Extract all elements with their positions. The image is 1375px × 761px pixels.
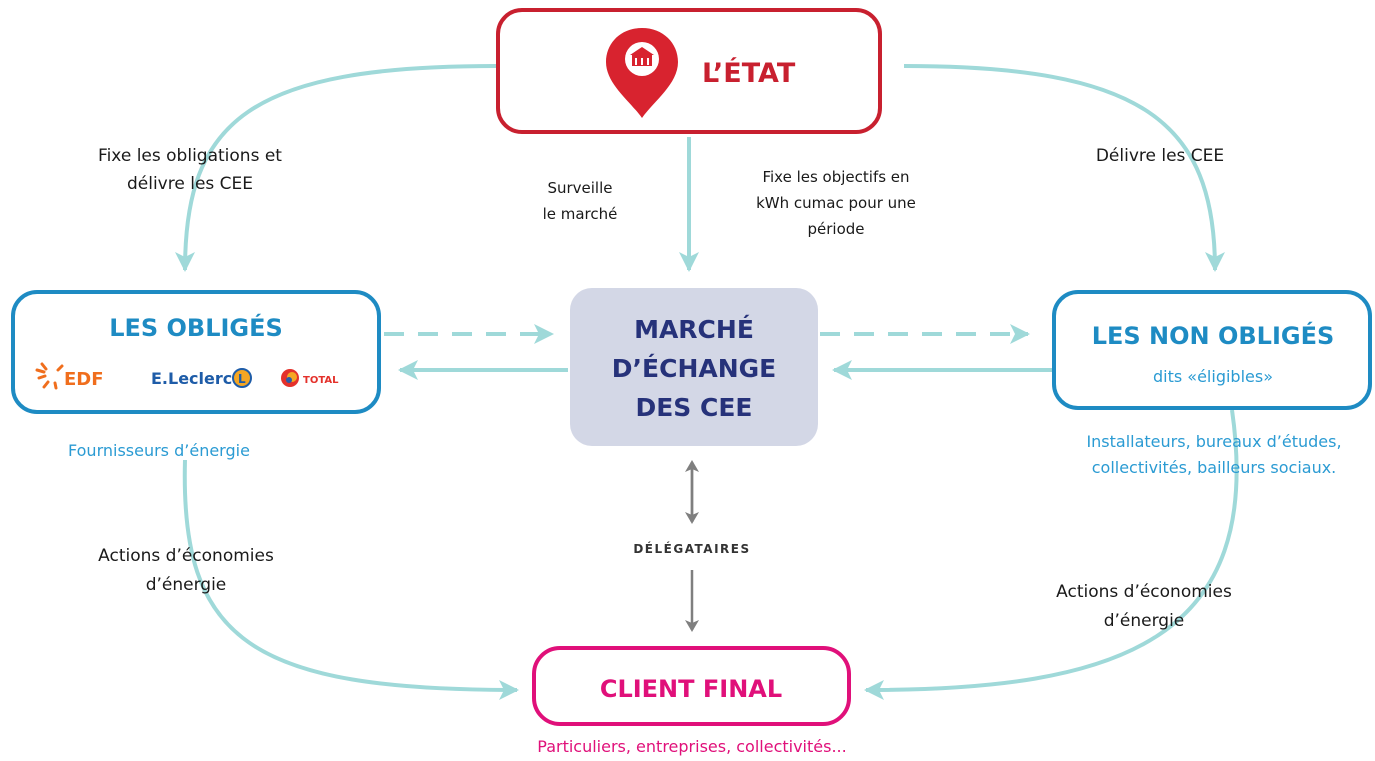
etat-title: L’ÉTAT <box>702 57 796 89</box>
label-surveille-2: le marché <box>543 205 618 223</box>
leclerc-logo-text: E.Leclerc <box>151 369 232 388</box>
marche-line2: D’ÉCHANGE <box>612 354 776 383</box>
obliges-caption: Fournisseurs d’énergie <box>68 441 250 460</box>
label-actions-right-1: Actions d’économies <box>1056 582 1232 602</box>
label-delivre: Délivre les CEE <box>1096 146 1224 166</box>
non-obliges-caption-1: Installateurs, bureaux d’études, <box>1086 432 1341 451</box>
non-obliges-subtitle: dits «éligibles» <box>1153 367 1273 386</box>
label-objectifs-2: kWh cumac pour une <box>756 194 916 212</box>
client-title: CLIENT FINAL <box>600 675 782 703</box>
label-objectifs-3: période <box>807 220 864 238</box>
svg-text:L: L <box>238 372 246 386</box>
client-caption: Particuliers, entreprises, collectivités… <box>537 737 846 756</box>
label-actions-right-2: d’énergie <box>1104 611 1185 631</box>
client-box: CLIENT FINAL <box>532 646 851 726</box>
label-fixe-obligations-2: délivre les CEE <box>127 174 253 194</box>
marche-box: MARCHÉ D’ÉCHANGE DES CEE <box>570 288 818 446</box>
connectors <box>175 64 1239 700</box>
total-logo-text: TOTAL <box>303 375 339 386</box>
label-fixe-obligations-1: Fixe les obligations et <box>98 146 282 166</box>
label-actions-left-2: d’énergie <box>146 575 227 595</box>
marche-line3: DES CEE <box>635 393 752 422</box>
marche-line1: MARCHÉ <box>634 315 754 344</box>
non-obliges-caption-2: collectivités, bailleurs sociaux. <box>1092 458 1337 477</box>
obliges-box: LES OBLIGÉS EDF E.Leclerc L TOTAL <box>11 290 381 414</box>
edf-logo-text: EDF <box>64 369 104 390</box>
arrow-obliges-to-client <box>182 459 519 700</box>
label-actions-left-1: Actions d’économies <box>98 546 274 566</box>
obliges-title: LES OBLIGÉS <box>109 313 283 342</box>
non-obliges-title: LES NON OBLIGÉS <box>1092 321 1335 350</box>
label-surveille-1: Surveille <box>547 179 612 197</box>
government-pin-icon <box>606 28 678 118</box>
etat-box: L’ÉTAT <box>496 8 882 134</box>
total-logo: TOTAL <box>281 369 339 387</box>
edf-logo: EDF <box>35 362 104 390</box>
non-obliges-box: LES NON OBLIGÉS dits «éligibles» <box>1052 290 1372 410</box>
label-objectifs-1: Fixe les objectifs en <box>762 168 909 186</box>
arrow-non-obliges-to-client <box>864 409 1239 700</box>
arrow-etat-to-obliges <box>175 64 497 272</box>
label-delegataires: DÉLÉGATAIRES <box>633 541 750 556</box>
leclerc-logo: E.Leclerc L <box>151 368 252 388</box>
arrow-etat-to-non-obliges <box>903 64 1225 272</box>
